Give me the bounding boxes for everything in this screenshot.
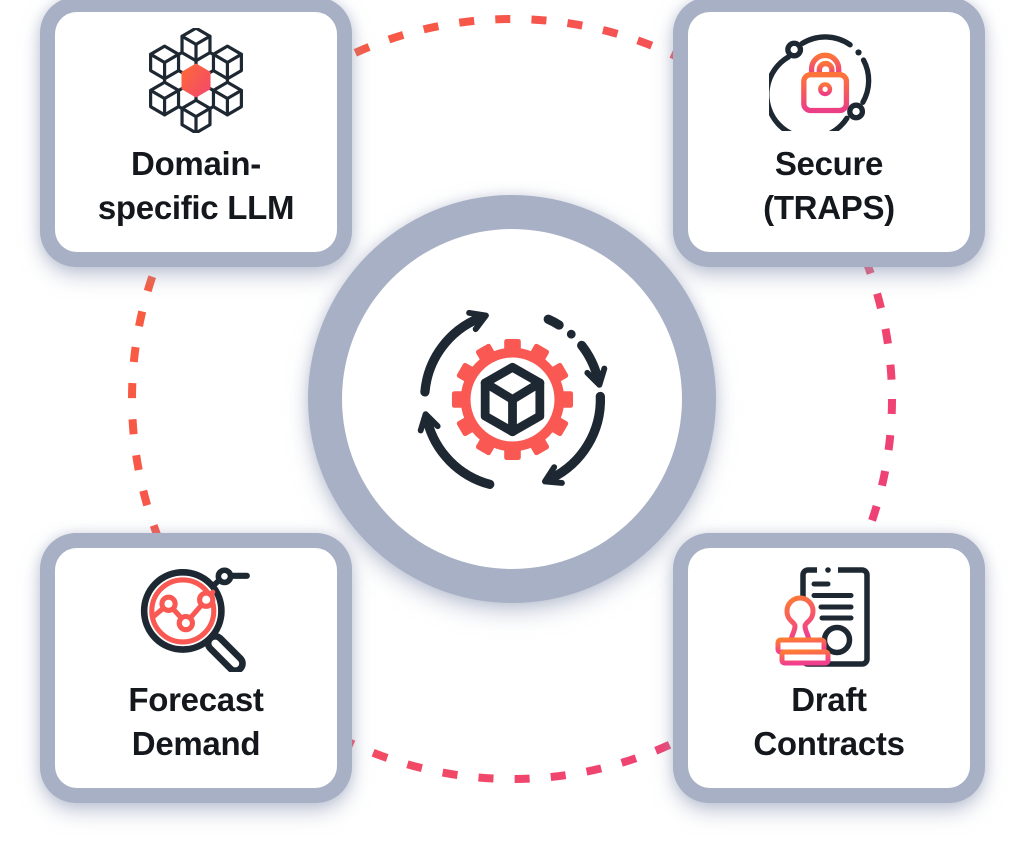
card-title-line1: Secure — [774, 145, 884, 182]
network-cubes-icon — [132, 24, 260, 136]
card-title-line2: specific LLM — [97, 189, 295, 226]
card-title: Secure (TRAPS) — [763, 142, 895, 230]
magnifier-chart-icon — [135, 560, 257, 672]
process-cube-gear-icon — [417, 309, 607, 489]
card-title: Forecast Demand — [128, 678, 263, 766]
card-title-line1: Draft — [791, 681, 867, 718]
card-forecast-demand: Forecast Demand — [40, 533, 352, 803]
card-title-line2: Contracts — [753, 725, 905, 762]
card-title-line2: Demand — [131, 725, 261, 762]
contract-stamp-icon — [770, 560, 888, 672]
card-title-line1: Forecast — [128, 681, 264, 718]
card-title: Draft Contracts — [753, 678, 905, 766]
card-title-line1: Domain- — [131, 145, 261, 182]
card-draft-contracts: Draft Contracts — [673, 533, 985, 803]
card-title: Domain- specific LLM — [97, 142, 295, 230]
center-hub-disc — [342, 229, 682, 569]
secure-lock-icon — [769, 24, 889, 136]
card-domain-llm: Domain- specific LLM — [40, 0, 352, 267]
center-hub-ring — [308, 195, 716, 603]
card-secure-traps: Secure (TRAPS) — [673, 0, 985, 267]
card-title-line2: (TRAPS) — [763, 189, 895, 226]
